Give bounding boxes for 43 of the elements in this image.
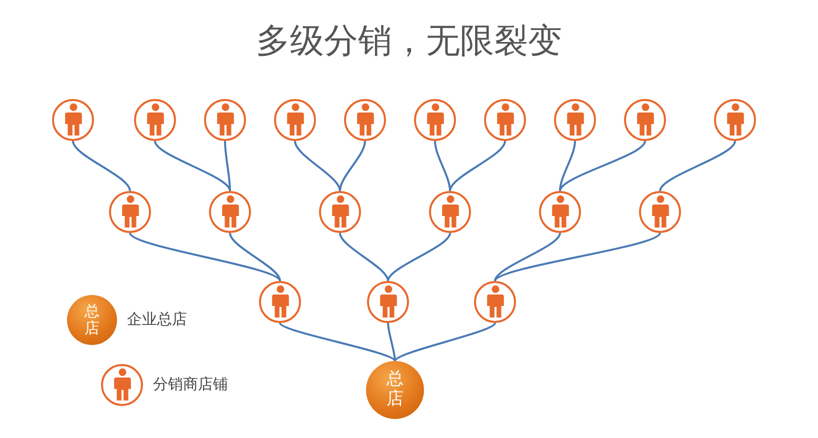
connector-line: [339, 232, 389, 282]
person-circle: [204, 99, 246, 141]
connector-line: [154, 140, 231, 192]
connector-line: [387, 232, 451, 282]
title: 多级分销，无限裂变: [256, 21, 562, 61]
connector-line: [339, 140, 366, 192]
connector-line: [387, 322, 396, 362]
connector-line: [659, 140, 736, 192]
connector-line: [229, 232, 281, 282]
person-circle: [367, 281, 409, 323]
person-circle: [134, 99, 176, 141]
symbol-label: 总店: [84, 302, 100, 338]
person-circle: [714, 99, 756, 141]
person-circle: [639, 191, 681, 233]
connector-line: [72, 140, 131, 192]
person-circle: [429, 191, 471, 233]
connector-line: [394, 322, 496, 362]
person-circle: [624, 99, 666, 141]
person-circle: [554, 99, 596, 141]
connector-line: [224, 140, 231, 192]
person-circle: [474, 281, 516, 323]
connector-line: [279, 322, 396, 362]
person-circle: [259, 281, 301, 323]
connector-line: [559, 140, 646, 192]
person-circle: [109, 191, 151, 233]
connector-line: [494, 232, 561, 282]
connector-line: [449, 140, 506, 192]
legend-label: 企业总店: [127, 310, 187, 329]
person-circle: [344, 99, 386, 141]
connector-line: [434, 140, 451, 192]
person-circle: [539, 191, 581, 233]
person-circle: [484, 99, 526, 141]
person-circle: [274, 99, 316, 141]
node-label: 总店: [386, 370, 404, 410]
person-circle: [209, 191, 251, 233]
legend-label: 分销商店铺: [153, 375, 228, 394]
person-circle: [52, 99, 94, 141]
connector-line: [494, 232, 661, 282]
connector-line: [559, 140, 576, 192]
connector-line: [129, 232, 281, 282]
person-circle: [319, 191, 361, 233]
connector-line: [294, 140, 341, 192]
person-circle: [414, 99, 456, 141]
